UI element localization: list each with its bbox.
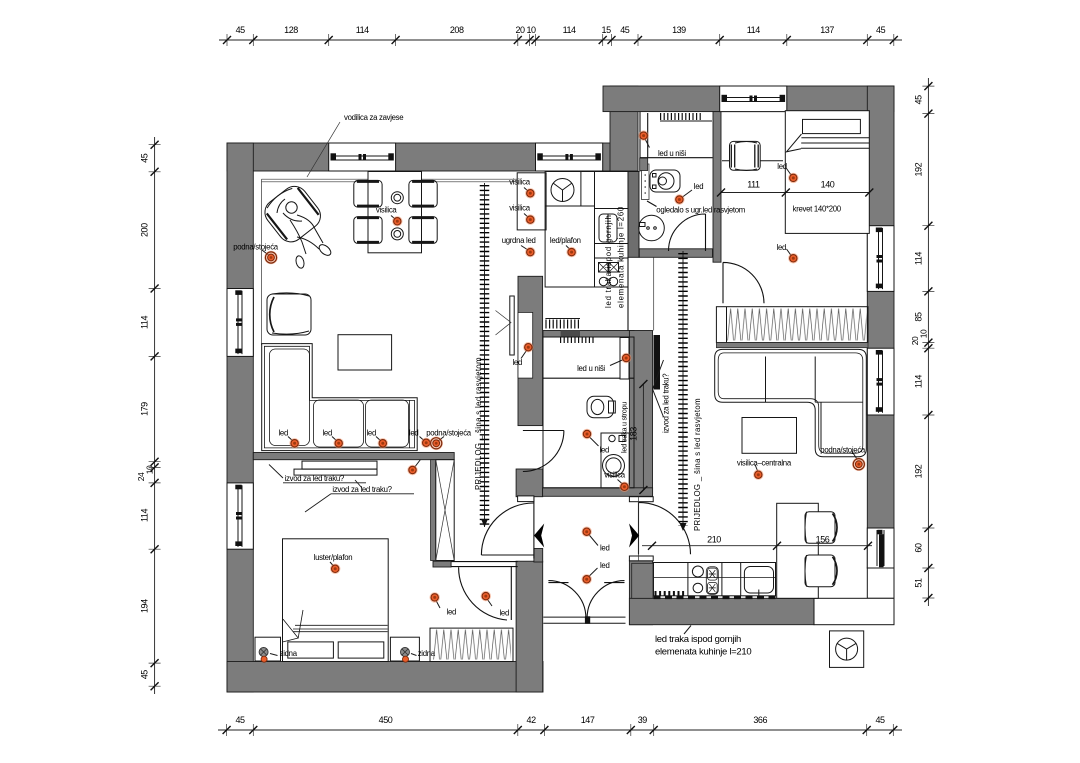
svg-text:10: 10 xyxy=(145,465,155,474)
svg-text:45: 45 xyxy=(620,25,630,35)
svg-text:20: 20 xyxy=(910,336,920,345)
svg-text:10: 10 xyxy=(919,329,929,338)
svg-text:45: 45 xyxy=(235,715,245,725)
svg-text:led: led xyxy=(500,609,510,618)
svg-text:192: 192 xyxy=(913,464,923,478)
svg-text:114: 114 xyxy=(140,509,150,522)
svg-text:led: led xyxy=(447,608,457,617)
svg-text:45: 45 xyxy=(876,25,886,35)
svg-text:vodilica za zavjese: vodilica za zavjese xyxy=(344,113,403,122)
svg-text:zidna: zidna xyxy=(418,649,436,658)
svg-text:led u niši: led u niši xyxy=(577,364,605,373)
svg-text:elemenata kuhinje l=210: elemenata kuhinje l=210 xyxy=(655,647,751,658)
svg-text:visilica–centralna: visilica–centralna xyxy=(737,458,792,467)
svg-text:visilica: visilica xyxy=(509,178,531,187)
svg-text:led: led xyxy=(777,162,787,171)
svg-text:20: 20 xyxy=(515,25,525,35)
svg-text:zidna: zidna xyxy=(280,649,298,658)
svg-text:45: 45 xyxy=(875,715,885,725)
svg-text:147: 147 xyxy=(581,715,595,725)
svg-text:45: 45 xyxy=(140,670,150,680)
svg-text:led: led xyxy=(600,544,610,553)
svg-text:139: 139 xyxy=(672,25,686,35)
svg-text:led: led xyxy=(513,358,523,367)
svg-text:visilica: visilica xyxy=(604,471,626,480)
svg-text:114: 114 xyxy=(356,25,369,35)
svg-text:led traka ispod gornjih: led traka ispod gornjih xyxy=(604,214,613,308)
svg-text:led traka ispod gornjih: led traka ispod gornjih xyxy=(655,634,741,645)
svg-text:450: 450 xyxy=(379,715,393,725)
svg-text:51: 51 xyxy=(913,578,923,588)
svg-text:ugrdna led: ugrdna led xyxy=(502,236,536,245)
svg-text:led: led xyxy=(694,182,704,191)
svg-text:183: 183 xyxy=(629,427,639,441)
svg-text:200: 200 xyxy=(140,223,150,237)
svg-text:128: 128 xyxy=(284,25,298,35)
svg-text:led: led xyxy=(323,429,333,438)
svg-text:114: 114 xyxy=(140,316,150,329)
svg-text:led/plafon: led/plafon xyxy=(550,236,581,245)
svg-text:led: led xyxy=(279,429,289,438)
svg-text:137: 137 xyxy=(820,25,834,35)
svg-text:PRIJEDLOG _ šina s led rasvjet: PRIJEDLOG _ šina s led rasvjetom xyxy=(693,398,702,531)
svg-text:ogledalo s ugr.led rasvjetom: ogledalo s ugr.led rasvjetom xyxy=(656,206,745,215)
svg-text:led: led xyxy=(777,243,787,252)
svg-text:podna/stojeća: podna/stojeća xyxy=(426,429,472,438)
svg-text:114: 114 xyxy=(913,252,923,265)
svg-text:179: 179 xyxy=(140,402,150,416)
svg-text:194: 194 xyxy=(140,599,150,613)
svg-text:luster/plafon: luster/plafon xyxy=(314,553,353,562)
svg-text:60: 60 xyxy=(913,543,923,553)
svg-text:42: 42 xyxy=(527,715,537,725)
svg-text:led traka u stropu: led traka u stropu xyxy=(620,402,629,453)
svg-text:85: 85 xyxy=(913,312,923,322)
svg-text:PRIJEDLOG _ šina s led rasvjet: PRIJEDLOG _ šina s led rasvjetom xyxy=(474,357,483,490)
svg-text:140: 140 xyxy=(821,180,835,190)
svg-text:led: led xyxy=(600,446,610,455)
svg-text:45: 45 xyxy=(236,25,246,35)
svg-text:192: 192 xyxy=(913,162,923,176)
svg-text:visilica: visilica xyxy=(376,206,398,215)
svg-text:45: 45 xyxy=(913,95,923,105)
svg-text:208: 208 xyxy=(450,25,464,35)
svg-text:izvod za led traku?: izvod za led traku? xyxy=(285,474,345,483)
svg-text:izvod za led traku?: izvod za led traku? xyxy=(662,373,671,433)
svg-text:podna/stojeća: podna/stojeća xyxy=(820,445,866,454)
svg-text:114: 114 xyxy=(913,375,923,388)
svg-text:24: 24 xyxy=(136,472,146,481)
svg-text:114: 114 xyxy=(747,25,760,35)
svg-text:led: led xyxy=(367,429,377,438)
svg-text:izvod za led traku?: izvod za led traku? xyxy=(332,485,392,494)
svg-text:krevet 140*200: krevet 140*200 xyxy=(793,205,842,214)
svg-text:elemenata kuhinje l=260: elemenata kuhinje l=260 xyxy=(617,206,626,308)
svg-text:210: 210 xyxy=(707,535,721,545)
svg-text:led: led xyxy=(409,429,419,438)
svg-text:114: 114 xyxy=(563,25,576,35)
svg-text:15: 15 xyxy=(602,25,612,35)
svg-text:366: 366 xyxy=(753,715,767,725)
svg-text:led: led xyxy=(600,561,610,570)
svg-text:podna/stojeća: podna/stojeća xyxy=(233,243,279,252)
svg-text:10: 10 xyxy=(526,25,536,35)
svg-text:45: 45 xyxy=(140,153,150,163)
svg-text:111: 111 xyxy=(747,180,760,190)
svg-text:led u niši: led u niši xyxy=(658,149,686,158)
svg-text:39: 39 xyxy=(638,715,648,725)
svg-text:visilica: visilica xyxy=(509,204,531,213)
svg-text:156: 156 xyxy=(816,535,830,545)
